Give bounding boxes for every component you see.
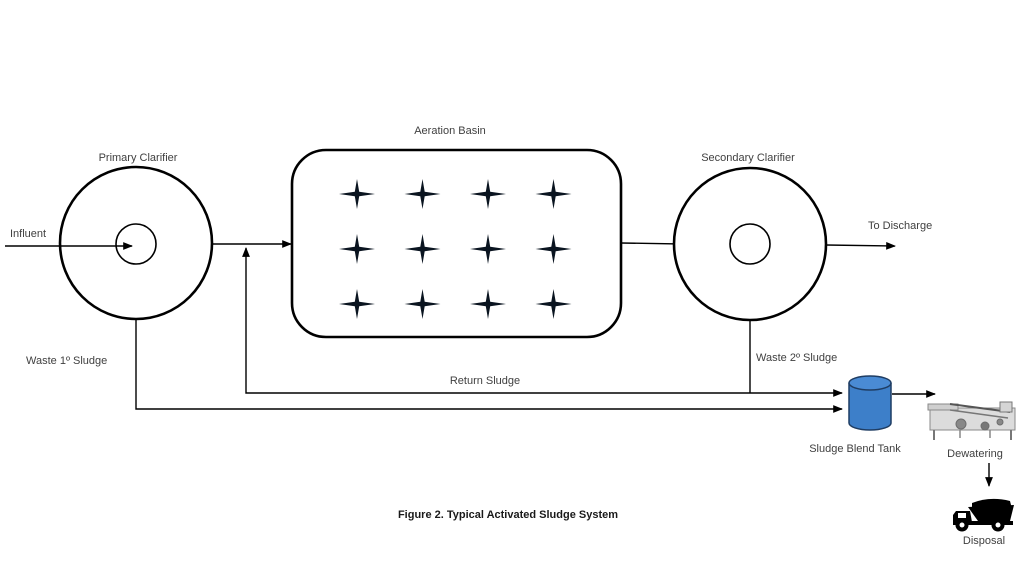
aerator-diffuser-icon xyxy=(535,179,572,209)
secondary-clarifier xyxy=(672,166,828,322)
return-sludge-line xyxy=(242,247,750,394)
waste-primary-sludge-line xyxy=(135,319,843,413)
aerator-diffuser-icon xyxy=(404,179,441,209)
figure-caption: Figure 2. Typical Activated Sludge Syste… xyxy=(398,509,618,521)
aerator-diffuser-icon xyxy=(470,179,506,209)
aerator-diffuser-icon xyxy=(470,289,506,319)
disposal-label: Disposal xyxy=(963,535,1005,547)
aerator-diffuser-icon xyxy=(470,234,506,264)
dewatering-label: Dewatering xyxy=(947,448,1003,460)
sludge-blend-tank-label: Sludge Blend Tank xyxy=(809,443,901,455)
aeration-basin xyxy=(290,148,623,339)
aerator-diffuser-icon xyxy=(404,234,441,264)
discharge-arrow xyxy=(825,241,896,250)
waste-primary-sludge-label: Waste 1º Sludge xyxy=(26,355,107,367)
aerator-diffuser-icon xyxy=(535,289,572,319)
influent-label: Influent xyxy=(10,228,46,240)
to-discharge-label: To Discharge xyxy=(868,220,932,232)
secondary-clarifier-label: Secondary Clarifier xyxy=(701,152,795,164)
primary-clarifier xyxy=(58,165,214,321)
waste-secondary-sludge-label: Waste 2º Sludge xyxy=(756,352,837,364)
aerator-diffuser-icon xyxy=(404,289,441,319)
primary-clarifier-label: Primary Clarifier xyxy=(99,152,178,164)
aerator-grid xyxy=(339,179,572,319)
aerator-diffuser-icon xyxy=(339,179,375,209)
dump-truck-icon xyxy=(953,498,1014,532)
belt-press-icon xyxy=(927,401,1016,440)
sludge-blend-tank-icon xyxy=(848,375,892,431)
return-sludge-label: Return Sludge xyxy=(450,375,520,387)
aeration-basin-label: Aeration Basin xyxy=(414,125,486,137)
aerator-diffuser-icon xyxy=(339,234,375,264)
aerator-diffuser-icon xyxy=(339,289,375,319)
aerator-diffuser-icon xyxy=(535,234,572,264)
